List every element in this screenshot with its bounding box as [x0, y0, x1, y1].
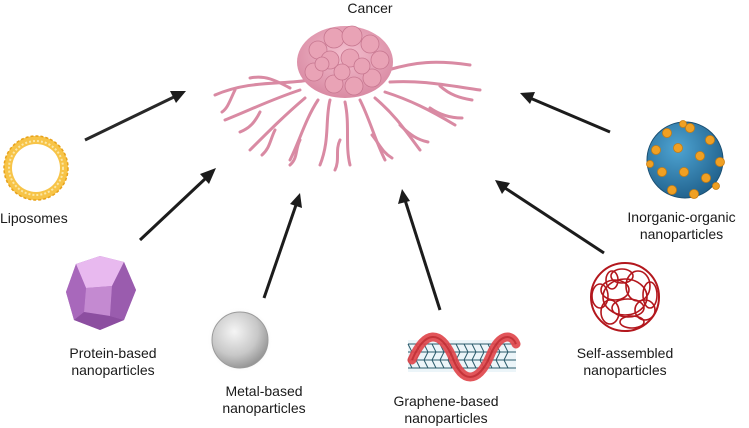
metal-based-label: Metal-based nanoparticles: [222, 383, 306, 416]
metal-sphere-icon: [207, 307, 273, 373]
arrow-protein: [138, 168, 216, 242]
cancer-tumor-icon: [213, 25, 482, 172]
protein-based-label: Protein-based nanoparticles: [69, 345, 157, 378]
self-assembled-label: Self-assembled nanoparticles: [576, 345, 674, 378]
arrow-graphene: [398, 189, 442, 311]
graphene-based-label: Graphene-based nanoparticles: [393, 393, 499, 426]
arrows: [84, 91, 611, 311]
inorganic-organic-label: Inorganic-organic nanoparticles: [627, 209, 736, 242]
arrow-inorg: [520, 92, 611, 134]
arrow-metal: [262, 193, 302, 299]
self-assembled-coil-icon: [590, 262, 660, 332]
arrow-self: [495, 180, 605, 255]
liposomes-label: Liposomes: [0, 210, 68, 226]
arrow-liposomes: [84, 91, 186, 142]
hybrid-particle-icon: [646, 120, 725, 199]
protein-cage-icon: [66, 256, 136, 330]
liposome-icon: [3, 135, 69, 201]
cancer-label: Cancer: [347, 0, 393, 16]
graphene-tube-icon: [407, 332, 521, 382]
